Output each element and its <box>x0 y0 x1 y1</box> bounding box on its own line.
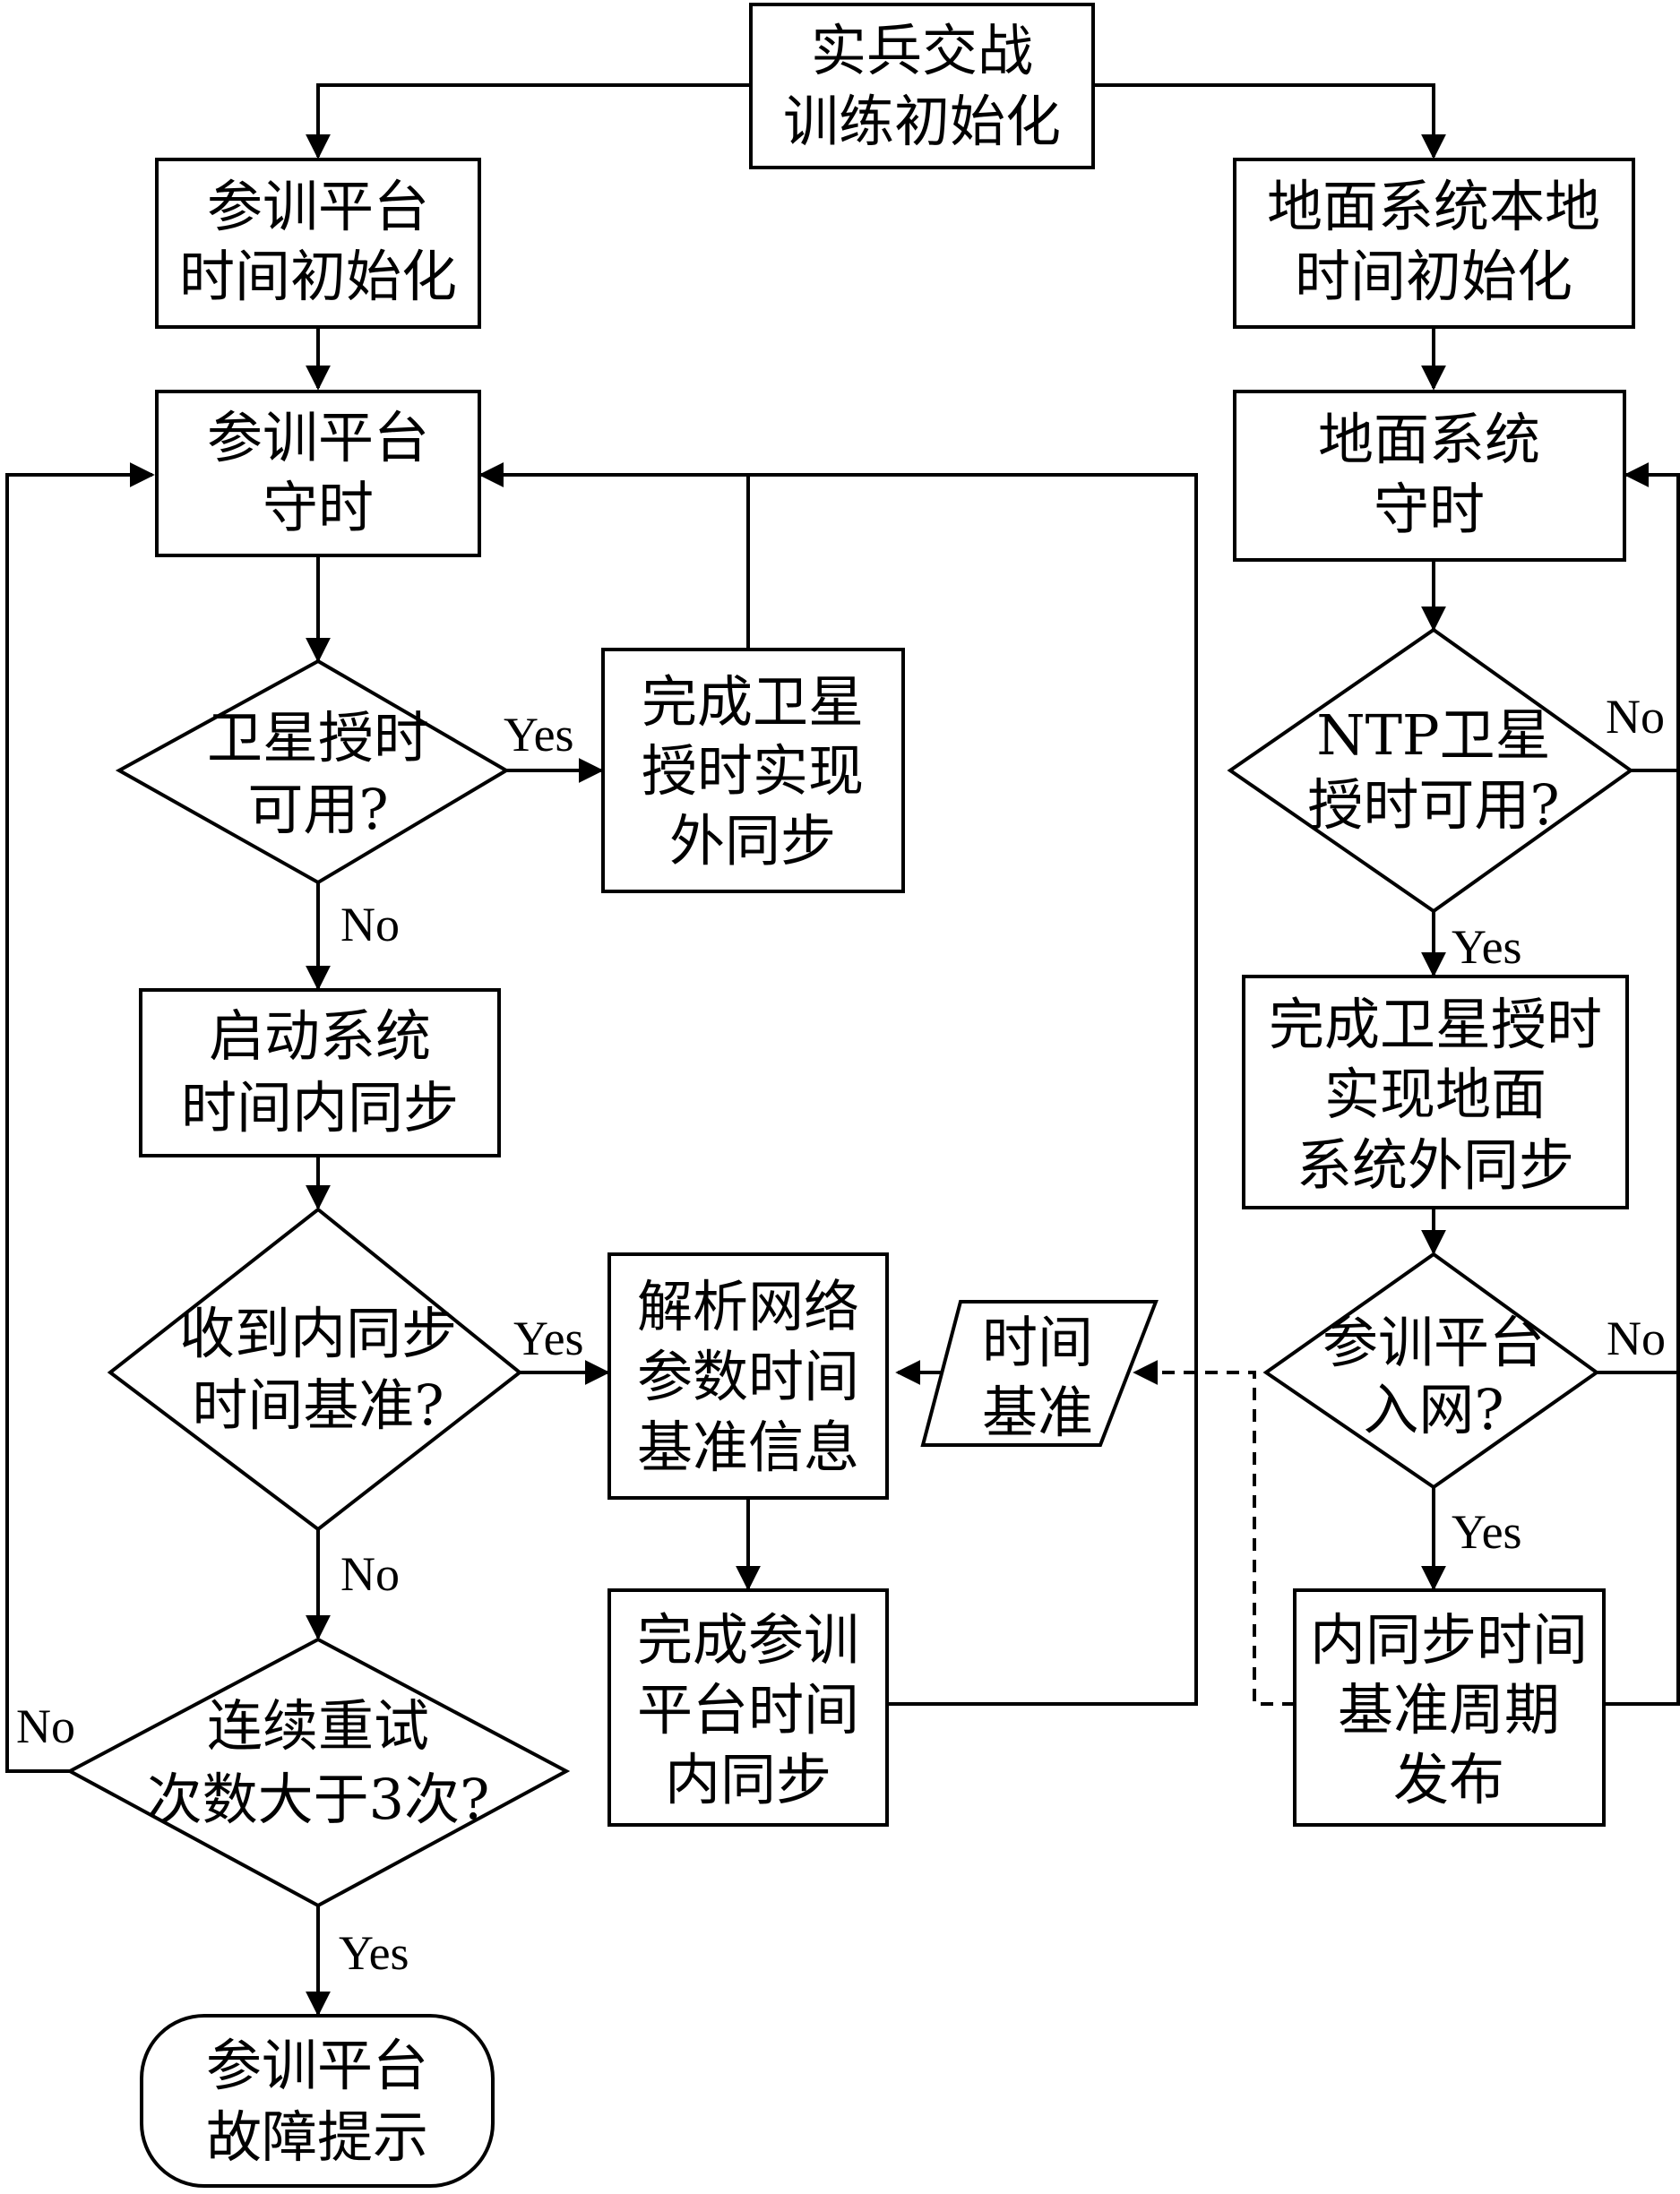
svg-text:收到内同步时间基准?: 收到内同步时间基准? <box>179 1301 457 1438</box>
edge-labels: Yes No No Yes Yes No No Yes No Yes <box>16 690 1666 1980</box>
edge-start-platform-init <box>306 83 751 159</box>
svg-text:解析网络参数时间基准信息: 解析网络参数时间基准信息 <box>637 1274 859 1480</box>
node-ground-keep-time: 地面系统守时 <box>1233 390 1626 562</box>
label-no-join: No <box>1607 1312 1666 1365</box>
node-publish-ref: 内同步时间基准周期发布 <box>1293 1588 1606 1827</box>
svg-text:完成参训平台时间内同步: 完成参训平台时间内同步 <box>637 1607 859 1812</box>
node-platform-keep-time: 参训平台守时 <box>155 390 481 557</box>
label-yes-retry: Yes <box>339 1926 409 1980</box>
node-ground-time-init: 地面系统本地时间初始化 <box>1233 158 1635 329</box>
svg-text:参训平台故障提示: 参训平台故障提示 <box>206 2033 428 2170</box>
svg-text:实兵交战训练初始化: 实兵交战训练初始化 <box>783 18 1061 154</box>
svg-text:参训平台入网?: 参训平台入网? <box>1322 1310 1545 1442</box>
label-no-received: No <box>340 1547 400 1601</box>
node-retry-check: 连续重试次数大于3次? <box>65 1637 571 1908</box>
svg-text:参训平台守时: 参训平台守时 <box>207 405 429 540</box>
svg-text:完成卫星授时实现外同步: 完成卫星授时实现外同步 <box>642 669 864 873</box>
node-sat-done: 完成卫星授时实现外同步 <box>601 648 905 893</box>
label-yes-join: Yes <box>1452 1505 1522 1559</box>
edge-join-no-return <box>1597 475 1680 1374</box>
node-ground-sat-done: 完成卫星授时实现地面系统外同步 <box>1242 975 1629 1209</box>
svg-text:地面系统守时: 地面系统守时 <box>1318 407 1540 542</box>
label-yes-ntp: Yes <box>1452 920 1522 974</box>
node-sat-available: 卫星授时可用? <box>115 658 510 885</box>
node-received-ref: 收到内同步时间基准? <box>107 1207 523 1532</box>
label-no-retry: No <box>16 1699 75 1753</box>
edge-publish-time-ref-dashed <box>1133 1360 1295 1706</box>
node-start: 实兵交战训练初始化 <box>749 3 1095 169</box>
svg-text:启动系统时间内同步: 启动系统时间内同步 <box>181 1003 459 1140</box>
edge-publish-return <box>1604 1372 1680 1706</box>
node-fault: 参训平台故障提示 <box>140 2014 495 2188</box>
svg-text:参训平台时间初始化: 参训平台时间初始化 <box>179 174 457 309</box>
svg-text:内同步时间基准周期发布: 内同步时间基准周期发布 <box>1310 1607 1588 1812</box>
svg-text:时间基准: 时间基准 <box>982 1310 1093 1445</box>
edge-internal-done-return <box>478 462 1198 1706</box>
label-yes-received: Yes <box>513 1312 584 1365</box>
edge-sat-done-return <box>478 462 750 650</box>
node-time-ref: 时间基准 <box>920 1300 1159 1447</box>
label-yes-sat: Yes <box>504 708 574 761</box>
node-platform-join: 参训平台入网? <box>1262 1252 1600 1490</box>
svg-text:完成卫星授时实现地面系统外同步: 完成卫星授时实现地面系统外同步 <box>1269 992 1602 1198</box>
node-parse-info: 解析网络参数时间基准信息 <box>607 1252 889 1500</box>
edge-retry-no-return <box>5 462 155 1773</box>
svg-text:卫星授时可用?: 卫星授时可用? <box>207 705 429 842</box>
node-platform-time-init: 参训平台时间初始化 <box>155 158 481 329</box>
svg-text:地面系统本地时间初始化: 地面系统本地时间初始化 <box>1267 174 1600 309</box>
node-start-internal: 启动系统时间内同步 <box>139 988 501 1157</box>
label-no-sat: No <box>340 898 400 951</box>
svg-text:NTP卫星授时可用?: NTP卫星授时可用? <box>1307 702 1559 838</box>
node-platform-internal-done: 完成参训平台时间内同步 <box>607 1588 889 1827</box>
node-ntp-available: NTP卫星授时可用? <box>1227 627 1634 914</box>
label-no-ntp: No <box>1606 690 1665 744</box>
svg-text:连续重试次数大于3次?: 连续重试次数大于3次? <box>147 1693 490 1832</box>
edge-start-ground-init <box>1093 83 1446 159</box>
connectors <box>5 83 1680 2017</box>
